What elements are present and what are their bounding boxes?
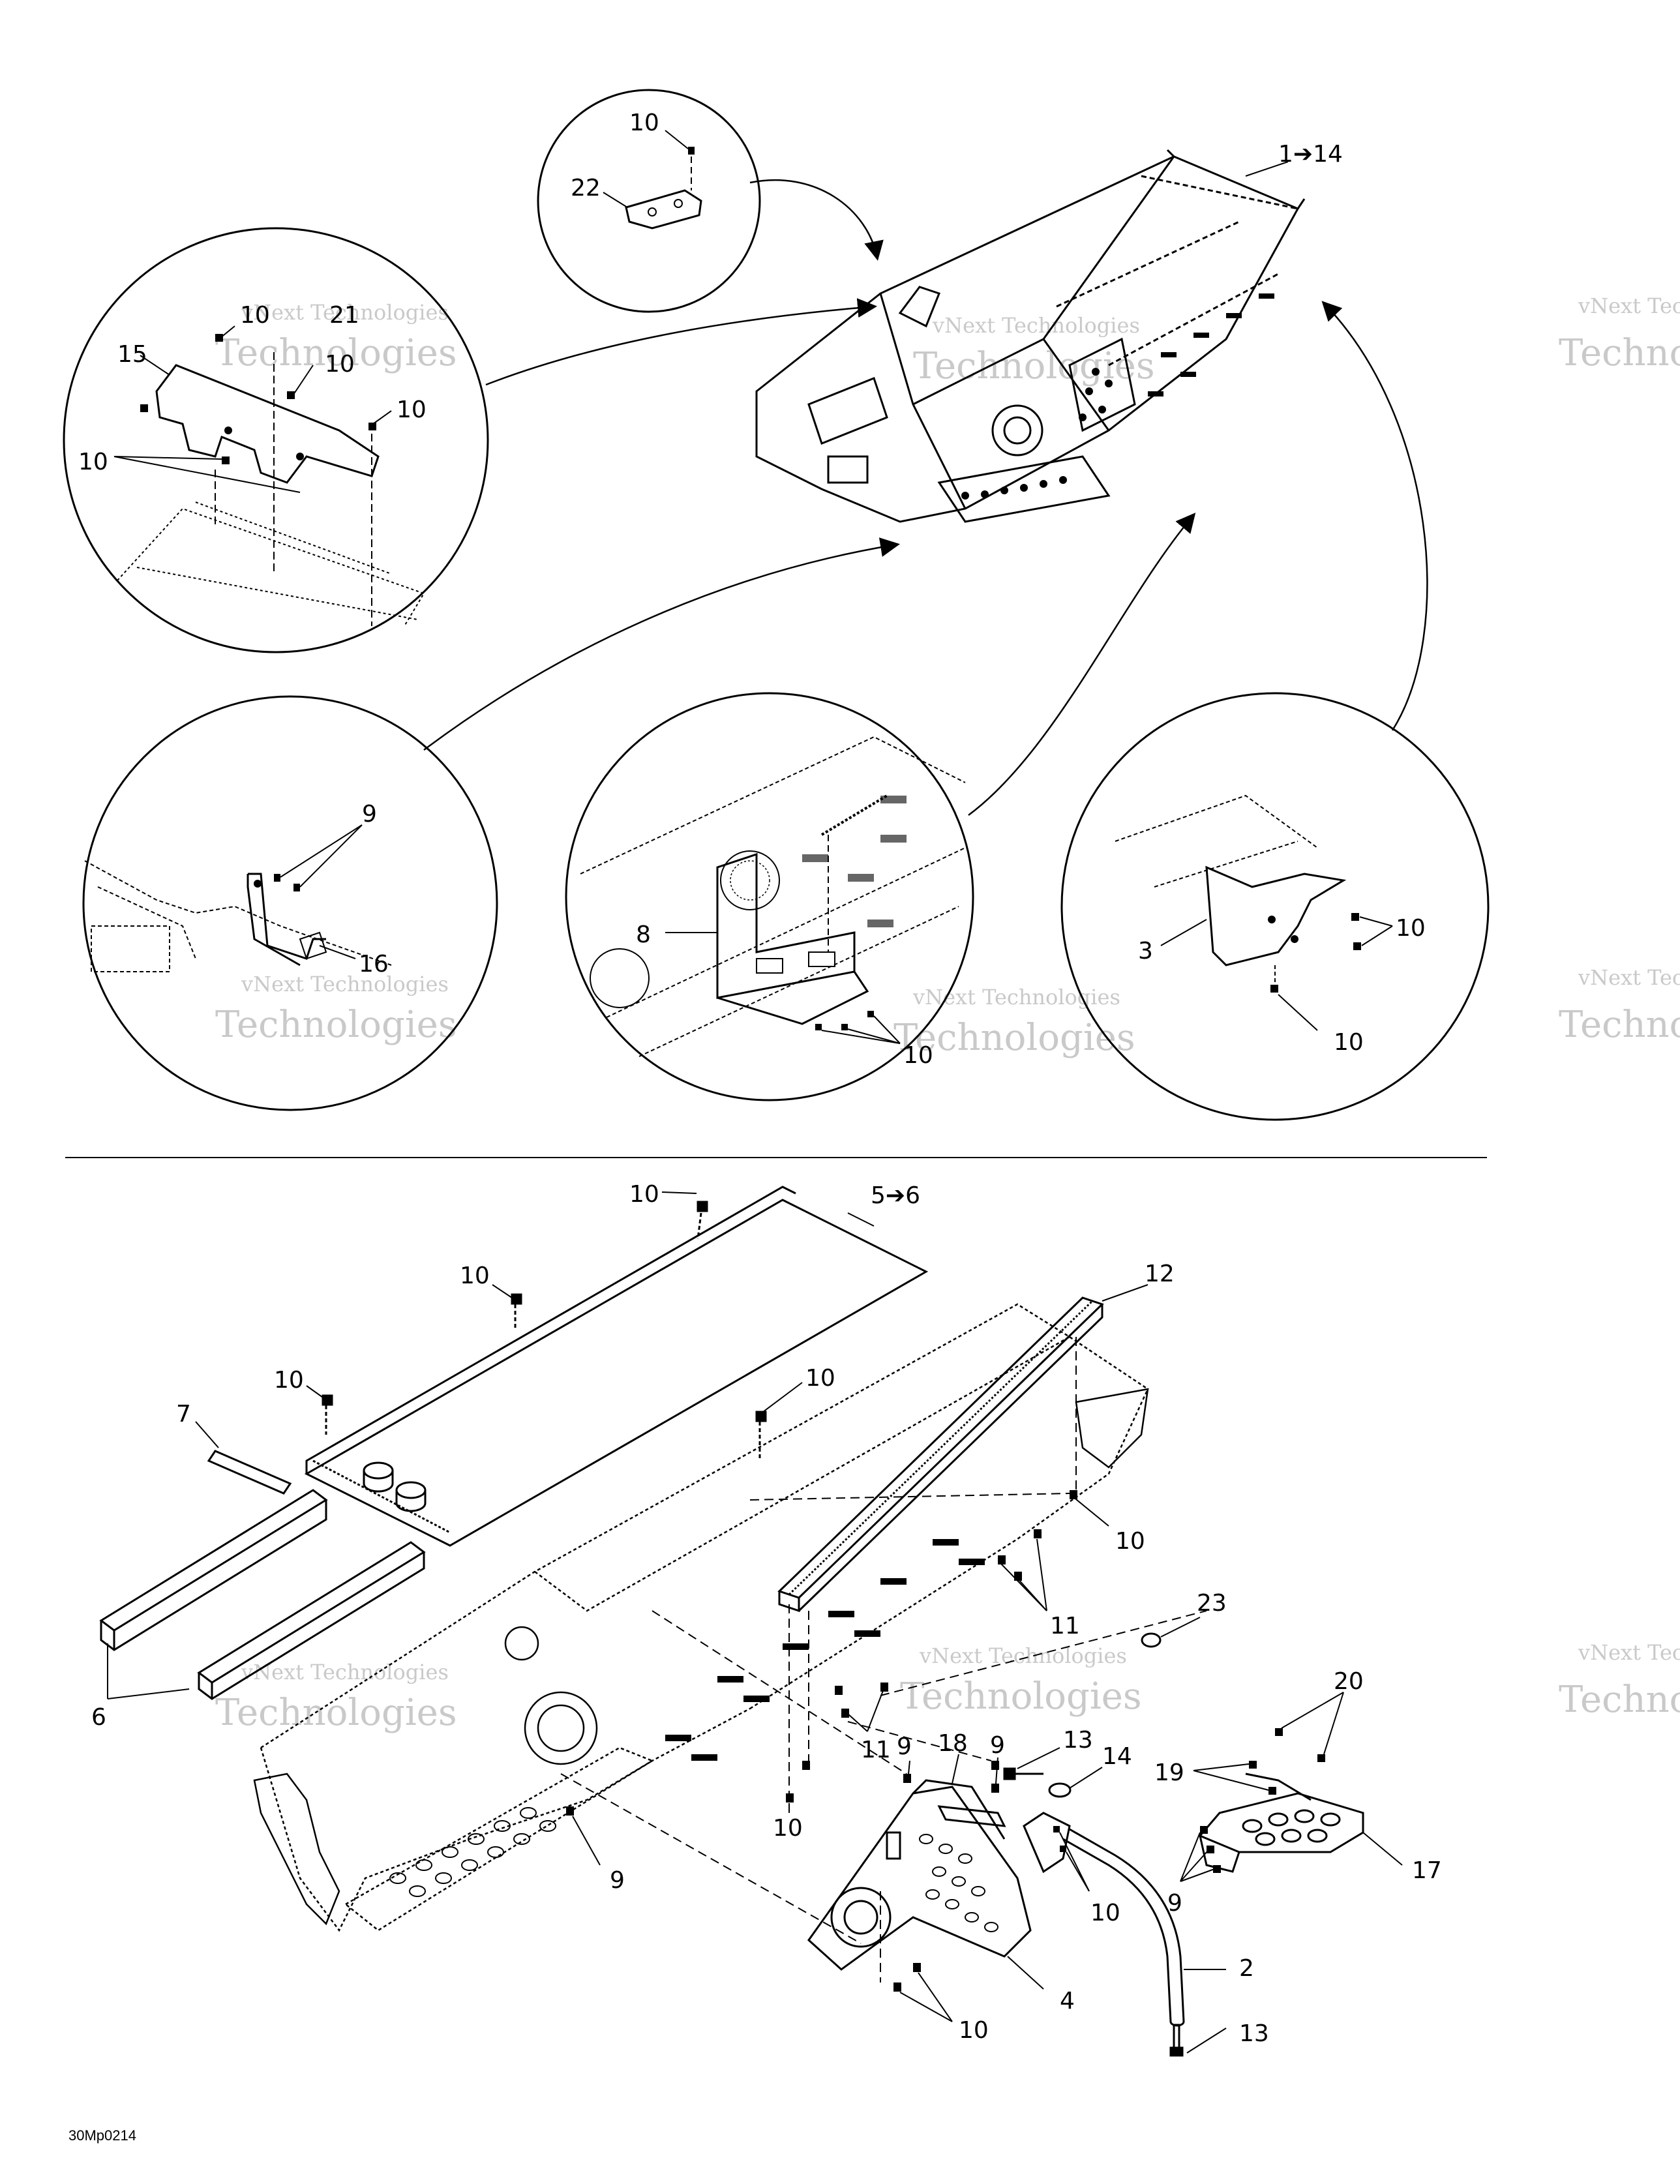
callout-10: 10 [240,302,270,329]
tunnel-footrest-holes [389,1807,556,1897]
callout-10: 10 [1396,915,1426,942]
connector-arrow [749,179,884,261]
gusset-holes [919,1834,998,1932]
watermark-text: vNext Technologies [241,1660,449,1684]
watermark-text: Technologies [215,1004,457,1046]
callout-10: 10 [78,449,108,475]
watermark-text: Technologies [1559,1004,1680,1046]
callout-10: 10 [959,2017,989,2044]
callout-9: 9 [897,1733,912,1760]
callout-10: 10 [773,1815,803,1842]
callout-17: 17 [1412,1857,1442,1884]
watermark-text: Technologies [900,1675,1142,1718]
tunnel-slots [665,1539,985,1761]
callout-21: 21 [329,302,359,329]
chassis-frame-assembly [755,149,1306,523]
watermark-text: Technologies [1559,1679,1680,1721]
grommet [1141,1632,1162,1648]
callout-1-14: 1➔14 [1278,141,1343,168]
watermark-text: Technologies [215,1692,457,1734]
watermark-text: vNext Technologies [241,972,449,996]
watermark-text: Technologies [1559,332,1680,374]
callout-8: 8 [636,921,651,948]
callout-16: 16 [359,951,389,978]
watermark-text: vNext Technologies [1578,965,1680,990]
alignment-dash-lines [560,1337,1207,1982]
slide-rails [99,1489,426,1700]
callout-10: 10 [1090,1900,1120,1926]
detail-circle-bracket: 15 10 21 10 10 10 [63,227,489,653]
callout-3: 3 [1138,938,1153,965]
detail-circle-fan-bracket: 8 10 [565,692,974,1101]
callout-5-6: 5➔6 [871,1182,920,1209]
detail-circle-plate: 10 22 [537,89,761,313]
watermark-text: vNext Technologies [1578,1640,1680,1665]
watermark-text: vNext Technologies [932,313,1140,338]
callout-23: 23 [1197,1590,1227,1617]
watermark-text: vNext Technologies [241,300,449,325]
detail-circle-tab-bracket: 9 16 [82,695,498,1111]
callout-14: 14 [1102,1743,1132,1770]
callout-6: 6 [91,1704,106,1731]
chassis-frame-holes [961,293,1274,500]
watermark-text: vNext Technologies [919,1643,1127,1668]
callout-11: 11 [861,1737,891,1763]
callout-9: 9 [610,1867,625,1894]
callout-10: 10 [629,110,659,136]
callout-11: 11 [1050,1613,1080,1639]
callout-10: 10 [805,1365,835,1392]
callout-10: 10 [274,1367,304,1394]
callout-4: 4 [1060,1988,1075,2014]
foot-rest [1198,1773,1364,1873]
gusset-plate [807,1779,1032,1971]
callout-10: 10 [325,351,355,378]
watermarks: vNext Technologies Technologies vNext Te… [215,293,1680,1734]
callout-7: 7 [176,1401,191,1428]
watermark-text: vNext Technologies [912,985,1120,1010]
grab-handle [1003,1767,1185,2057]
hardware-fasteners [566,1490,1077,1992]
callout-2: 2 [1239,1955,1254,1982]
callout-10: 10 [629,1181,659,1208]
tunnel-frame [253,1303,1149,1932]
callout-12: 12 [1145,1261,1175,1287]
callout-15: 15 [117,341,147,368]
foot-rest-fasteners [1200,1728,1325,1873]
watermark-text: Technologies [893,1017,1135,1059]
connector-arrow [423,537,900,751]
callout-10: 10 [1334,1029,1364,1056]
watermark-text: Technologies [215,332,457,374]
watermark-text: vNext Technologies [1578,293,1680,318]
callout-10: 10 [1115,1528,1145,1555]
callout-18: 18 [938,1730,968,1757]
callout-10: 10 [903,1042,933,1069]
pad-strip: 7 [176,1401,292,1495]
callout-13: 13 [1239,2020,1269,2047]
callout-13: 13 [1063,1727,1093,1754]
callout-20: 20 [1334,1668,1364,1695]
callout-9: 9 [990,1732,1005,1759]
watermark-text: Technologies [913,345,1155,387]
connector-arrow [1321,301,1428,731]
running-board-rail [777,1296,1104,1613]
callout-10: 10 [397,396,427,423]
drawing-code: 30Mp0214 [68,2127,136,2144]
detail-circle-side-plate: 3 10 10 [1060,692,1490,1121]
callout-10: 10 [460,1263,490,1289]
cover-plate [304,1186,929,1547]
callout-9: 9 [362,801,377,828]
callout-19: 19 [1154,1759,1184,1786]
callout-22: 22 [571,175,601,202]
connector-arrow [968,513,1196,816]
callout-9: 9 [1167,1890,1182,1917]
connector-arrow [485,298,877,386]
